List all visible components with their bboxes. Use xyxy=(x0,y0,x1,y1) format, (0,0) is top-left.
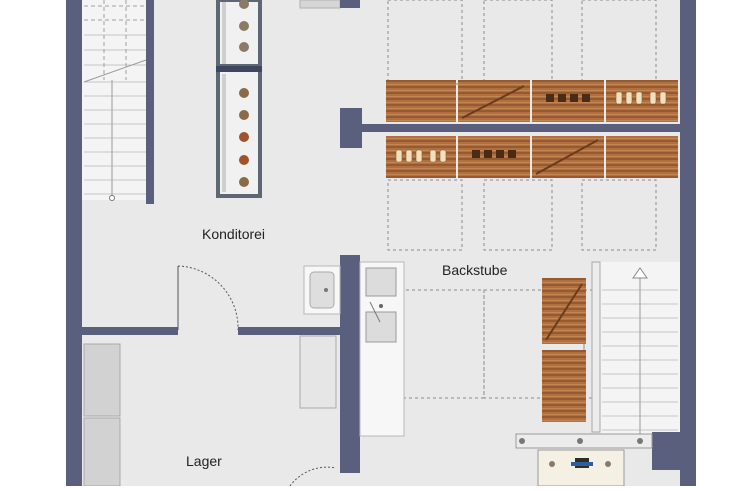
stair-wall xyxy=(146,0,154,204)
bread-rolls xyxy=(395,91,667,163)
right-outer-wall xyxy=(680,0,696,486)
partition-wall-lager-2 xyxy=(238,327,340,335)
display-rack xyxy=(216,0,262,198)
left-outer-wall xyxy=(66,0,82,486)
room-label-lager: Lager xyxy=(186,453,222,469)
partition-beam xyxy=(362,124,682,132)
room-label-backstube: Backstube xyxy=(442,262,508,278)
counter-sinks xyxy=(359,261,405,437)
door-konditorei xyxy=(177,265,239,331)
storage-shelves xyxy=(83,335,337,487)
hand-sink xyxy=(303,265,341,315)
work-table xyxy=(515,433,653,487)
stair-railing xyxy=(591,261,601,433)
door-lager xyxy=(289,466,337,487)
staircase-top-left xyxy=(82,0,148,201)
central-wall xyxy=(340,255,360,473)
dark-pastries xyxy=(472,94,590,158)
wall-stub-top xyxy=(340,0,360,8)
room-label-konditorei: Konditorei xyxy=(202,226,266,242)
sink-top xyxy=(299,0,341,9)
partition-wall-lager xyxy=(82,327,178,335)
wall-bottom-right xyxy=(652,432,682,470)
partition-wall-middle xyxy=(340,108,362,148)
staircase-right xyxy=(600,262,680,434)
